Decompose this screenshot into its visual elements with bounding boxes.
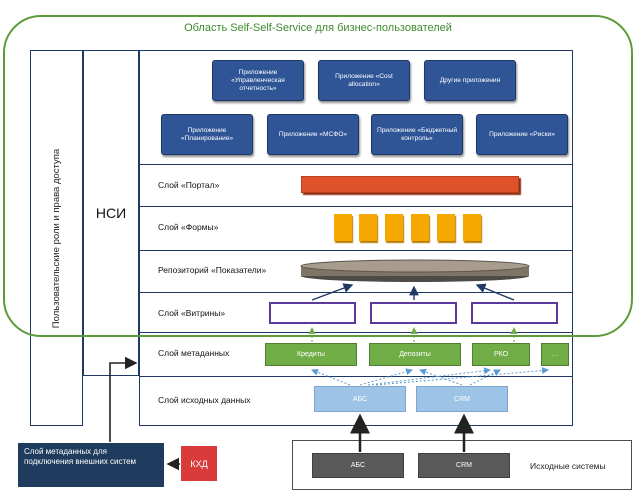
metadata-more: … [541,343,569,366]
app-planning: Приложение «Планирование» [161,114,253,155]
form-block-4 [411,214,429,241]
app-budget-control: Приложение «Бюджетный контроль» [371,114,463,155]
app-cost-allocation: Приложение «Cost allocation» [318,60,410,101]
app-risks: Приложение «Риски» [476,114,568,155]
form-block-5 [437,214,455,241]
metadata-credits: Кредиты [265,343,357,366]
source-crm: CRM [416,386,508,412]
self-service-region [3,15,633,337]
form-block-6 [463,214,481,241]
metadata-to-vitrina-arrows [308,327,518,342]
repository-cylinder [300,259,530,282]
vitrina-box-1 [269,302,356,324]
app-management-reporting: Приложение «Управленческая отчетность» [212,60,304,101]
system-crm: CRM [418,453,510,478]
source-to-metadata-arrows [311,367,549,386]
metadata-rko: РКО [472,343,530,366]
vitrina-to-repository-arrows [311,283,515,301]
form-block-3 [385,214,403,241]
form-block-2 [359,214,377,241]
nsi-column [83,50,139,376]
vitrina-box-2 [370,302,457,324]
source-layer-label: Слой исходных данных [158,395,251,405]
kxd-box: КХД [181,446,217,481]
portal-bar [301,176,519,193]
vitriny-layer-label: Слой «Витрины» [158,308,226,318]
nsi-label: НСИ [95,205,127,221]
forms-separator [139,250,573,251]
apps-separator [139,164,573,165]
external-metadata-box: Слой метаданных для подключения внешних … [18,443,164,487]
source-systems-label: Исходные системы [530,461,606,471]
repository-separator [139,292,573,293]
portal-layer-label: Слой «Портал» [158,180,220,190]
form-block-1 [334,214,352,241]
systems-to-source-arrows [350,413,474,452]
portal-separator [139,206,573,207]
app-msfo: Приложение «МСФО» [267,114,359,155]
access-roles-column [30,50,83,426]
forms-layer-label: Слой «Формы» [158,222,219,232]
metadata-layer-label: Слой метаданных [158,348,230,358]
system-abs: АБС [312,453,404,478]
app-other: Другие приложения [424,60,516,101]
metadata-separator [139,376,573,377]
repository-layer-label: Репозиторий «Показатели» [158,265,267,275]
source-abs: АБС [314,386,406,412]
external-to-metadata-arrow [109,356,138,442]
vitrina-box-3 [471,302,558,324]
metadata-deposits: Депозиты [369,343,461,366]
region-title: Область Self-Self-Service для бизнес-пол… [184,22,452,34]
vitriny-separator [139,332,573,333]
